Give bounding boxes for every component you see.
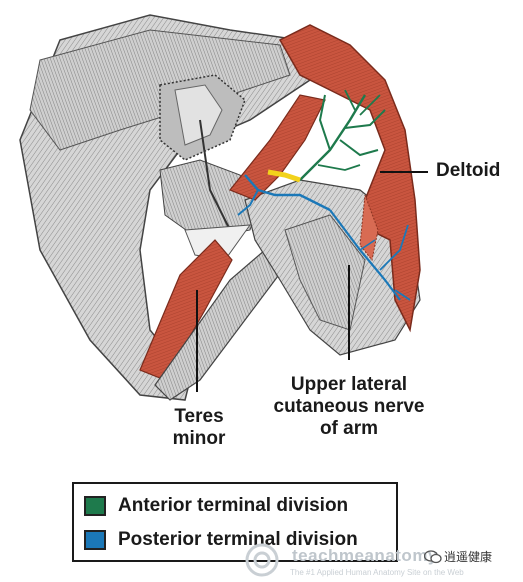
posterior-swatch: [84, 530, 106, 550]
anterior-division-branches: [299, 89, 386, 181]
nerve-trunk: [267, 169, 301, 183]
posterior-division-branches: [237, 174, 411, 301]
anterior-swatch: [84, 496, 106, 516]
deltoid-muscle: [229, 24, 421, 333]
watermark-logo: [245, 543, 279, 577]
teres-major-muscle: [154, 249, 291, 401]
watermark-tagline: The #1 Applied Human Anatomy Site on the…: [290, 568, 464, 577]
nerve-label: Upper lateral cutaneous nerve of arm: [273, 374, 425, 439]
wechat-account-name: 逍遥健康: [444, 550, 493, 564]
wechat-icon: [424, 550, 442, 564]
legend-label-posterior: Posterior terminal division: [118, 529, 358, 550]
scapula-region: [19, 14, 311, 401]
legend-item-anterior: Anterior terminal division: [84, 494, 348, 518]
legend-label-anterior: Anterior terminal division: [118, 495, 349, 516]
legend: Anterior terminal division Posterior ter…: [72, 482, 398, 562]
teres-minor-label: Teres minor: [172, 406, 226, 449]
legend-item-posterior: Posterior terminal division: [84, 528, 358, 552]
deltoid-label: Deltoid: [436, 160, 501, 181]
watermark-site: teachmeanatomy: [292, 546, 438, 565]
